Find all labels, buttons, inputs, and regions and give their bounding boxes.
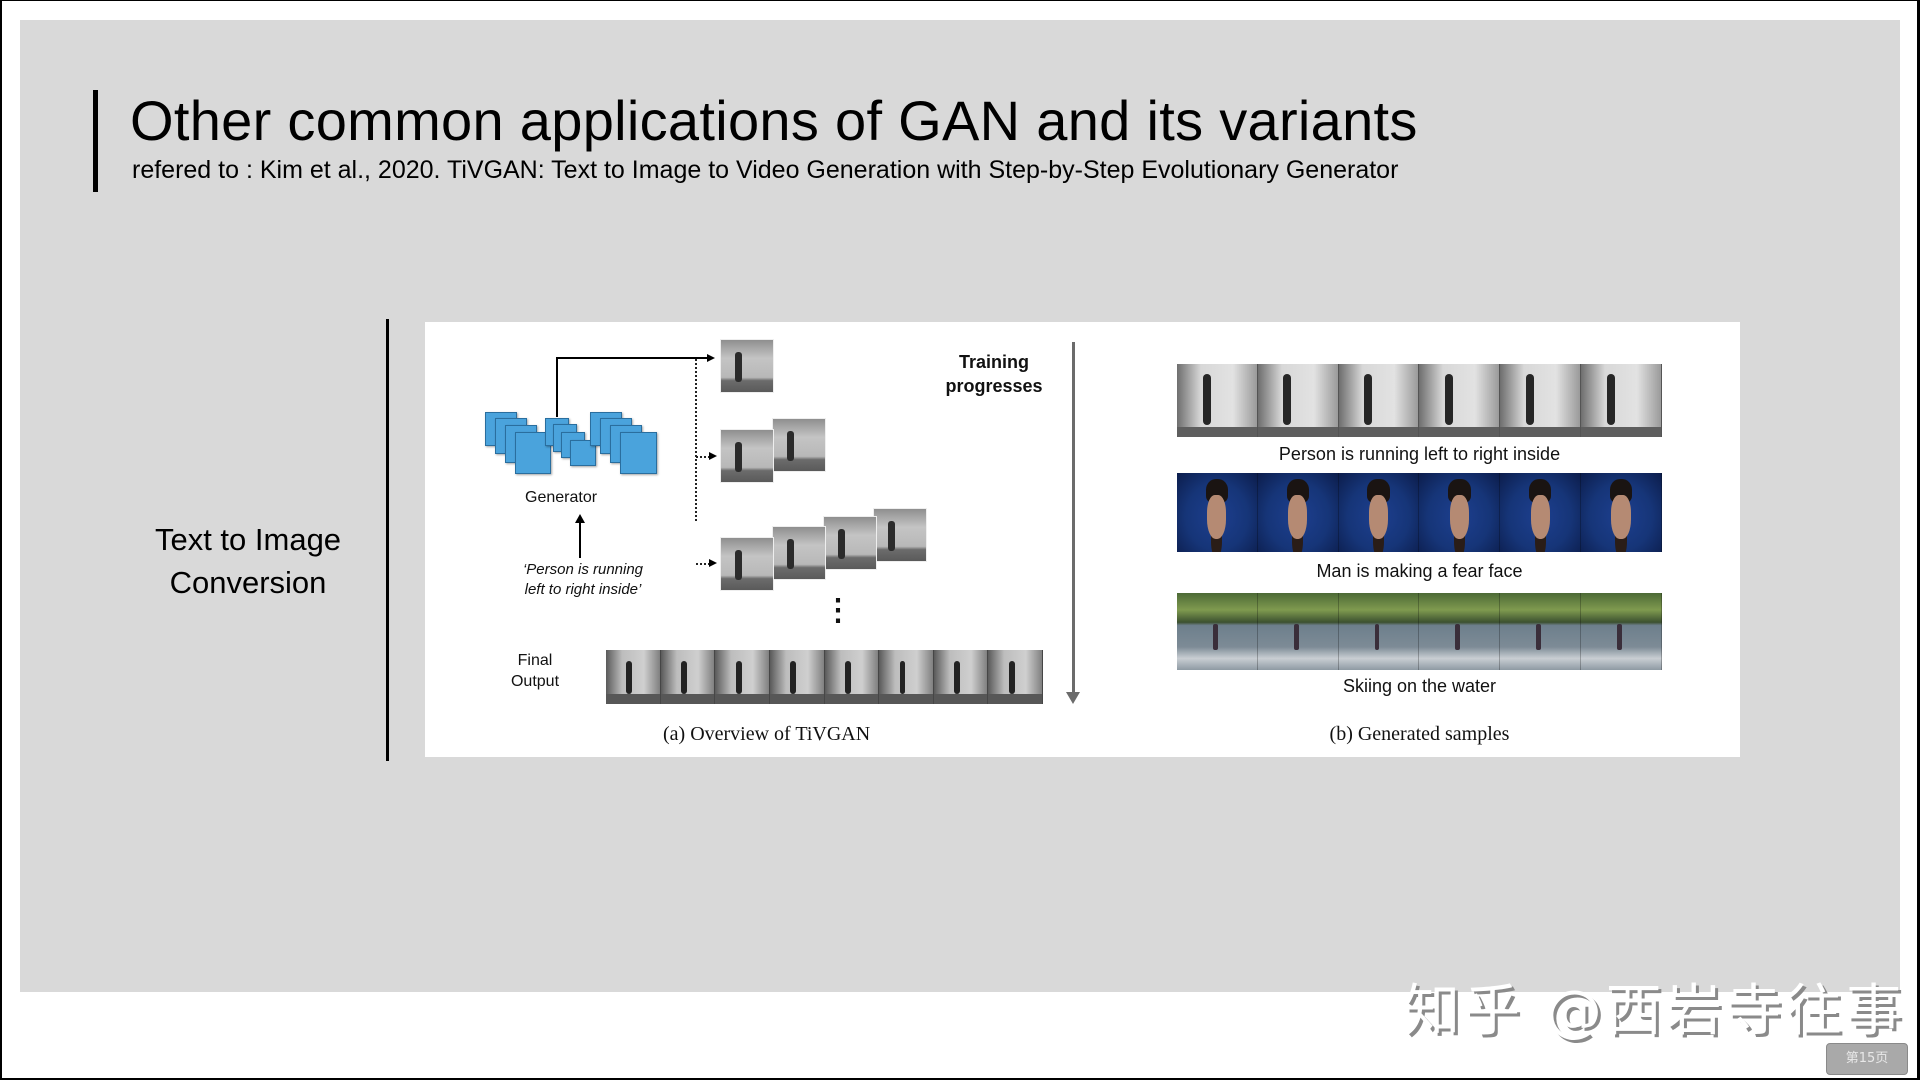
final-output-label: Final Output (510, 652, 560, 690)
stage3-frame-2 (772, 526, 826, 580)
continuation-dots: ⋮ (823, 594, 853, 627)
title-accent-bar (93, 90, 98, 192)
sample-strip-face (1177, 473, 1662, 552)
final-output-strip (606, 650, 1043, 704)
stage1-frame (720, 339, 774, 393)
training-progress-label: Training progresses (945, 352, 1043, 396)
stage3-frame-3 (823, 516, 877, 570)
sample-caption-face: Man is making a fear face (1316, 561, 1523, 581)
generator-output-line (556, 357, 558, 417)
dotted-branch-2 (696, 456, 710, 458)
page-indicator[interactable]: 第15页 (1826, 1043, 1908, 1075)
overview-caption: (a) Overview of TiVGAN (663, 723, 871, 745)
sample-caption-ski: Skiing on the water (1342, 676, 1497, 696)
stage3-frame-4 (873, 508, 927, 562)
generator-label: Generator (525, 489, 598, 506)
sample-strip-ski (1177, 593, 1662, 670)
section-divider (386, 319, 389, 761)
arrow-down-icon (1066, 692, 1080, 704)
stage3-frame-1 (720, 537, 774, 591)
arrow-up-icon (575, 514, 585, 523)
watermark: 知乎 @西岩寺往事 (1404, 979, 1906, 1044)
dotted-branch-line (695, 359, 697, 521)
stage2-frame-2 (772, 418, 826, 472)
section-label-line1: Text to Image (154, 522, 342, 557)
arrow-right-icon (707, 354, 715, 362)
arrow-right-icon (709, 452, 717, 460)
training-progress-arrow (1072, 342, 1075, 694)
slide-subtitle: refered to : Kim et al., 2020. TiVGAN: T… (132, 156, 1399, 184)
window-border-top (0, 0, 1920, 1)
window-border-bottom (0, 1078, 1920, 1080)
samples-caption: (b) Generated samples (1329, 723, 1510, 745)
slide-title: Other common applications of GAN and its… (130, 89, 1418, 152)
window-border-right (1917, 0, 1920, 1080)
text-input-caption: ‘Person is running left to right inside’ (522, 561, 644, 598)
generator-output-line-h (556, 357, 708, 359)
tivgan-figure: Generator ‘Person is running left to rig… (425, 322, 1740, 757)
sample-caption-running: Person is running left to right inside (1278, 444, 1561, 464)
dotted-branch-3 (696, 563, 710, 565)
section-label: Text to Image Conversion (128, 518, 368, 604)
window-border-left (0, 0, 2, 1080)
section-label-line2: Conversion (169, 565, 327, 600)
arrow-right-icon (709, 559, 717, 567)
stage2-frame-1 (720, 429, 774, 483)
text-input-arrow (579, 520, 581, 558)
sample-strip-running (1177, 364, 1662, 437)
